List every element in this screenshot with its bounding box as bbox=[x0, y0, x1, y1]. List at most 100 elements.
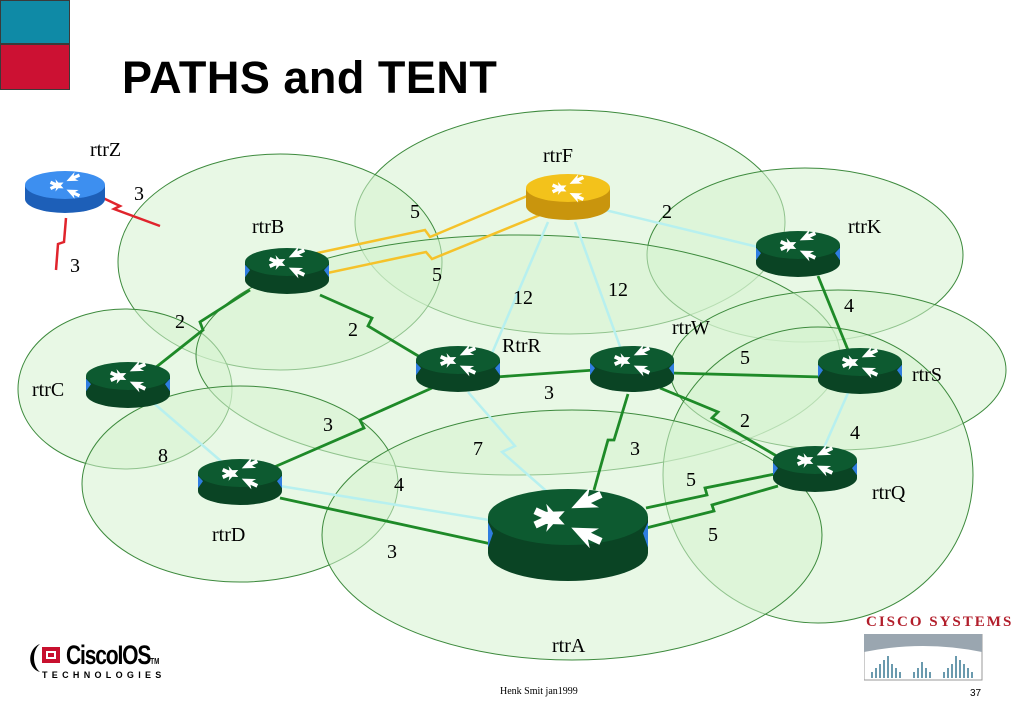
port-right bbox=[897, 364, 902, 378]
port-right bbox=[495, 362, 500, 376]
router-rtrB[interactable] bbox=[245, 244, 329, 294]
label-rtrC: rtrC bbox=[32, 379, 64, 401]
router-rtrR[interactable] bbox=[416, 342, 500, 392]
link-rtrR-rtrA bbox=[467, 391, 553, 497]
link-costs: 3 3 5 5 2 12 12 2 2 4 3 5 4 2 3 8 7 3 4 … bbox=[70, 183, 860, 563]
router-rtrZ[interactable] bbox=[25, 170, 105, 213]
cost-rtrR-rtrD: 3 bbox=[323, 414, 333, 436]
port-left bbox=[245, 264, 250, 278]
port-right bbox=[324, 264, 329, 278]
link-rtrW-rtrS bbox=[669, 371, 823, 379]
link-rtrB-rtrF-a bbox=[307, 192, 533, 257]
router-rtrA[interactable] bbox=[488, 484, 648, 581]
yellow-links bbox=[307, 192, 541, 277]
router-rtrW[interactable] bbox=[590, 342, 674, 392]
port-left bbox=[488, 522, 493, 548]
router-rtrQ[interactable] bbox=[773, 442, 857, 492]
cost-rtrB-rtrC: 2 bbox=[175, 311, 185, 333]
port-left bbox=[756, 247, 761, 261]
cost-rtrR-rtrW: 3 bbox=[544, 382, 554, 404]
cost-rtrW-rtrQ: 2 bbox=[740, 410, 750, 432]
cisco-systems-name: CISCO SYSTEMS bbox=[866, 614, 1014, 630]
router-labels: rtrZ rtrF rtrB rtrK rtrC RtrR rtrW rtrS … bbox=[32, 139, 942, 657]
link-rtrR-rtrW bbox=[495, 368, 596, 379]
cost-rtrK-rtrS: 4 bbox=[844, 295, 854, 317]
port-right bbox=[643, 522, 648, 548]
port-left bbox=[198, 475, 203, 489]
router-rtrF[interactable] bbox=[526, 172, 610, 220]
label-rtrS: rtrS bbox=[912, 364, 942, 386]
cost-rtrW-rtrA: 3 bbox=[630, 438, 640, 460]
port-left bbox=[818, 364, 823, 378]
link-rtrW-rtrA bbox=[592, 393, 630, 491]
link-rtrR-rtrD bbox=[271, 386, 433, 470]
cyan-links bbox=[149, 208, 850, 527]
label-rtrB: rtrB bbox=[252, 216, 284, 238]
link-rtrB-rtrF-b bbox=[317, 213, 541, 277]
green-routers bbox=[86, 227, 902, 581]
trademark: TM bbox=[150, 657, 160, 666]
label-rtrZ: rtrZ bbox=[90, 139, 121, 161]
link-rtrQ-rtrA-b bbox=[645, 484, 779, 530]
link-rtrF-rtrW bbox=[573, 221, 624, 353]
link-rtrS-rtrQ bbox=[820, 392, 850, 453]
link-rtrD-rtrA-green bbox=[279, 496, 497, 547]
cost-rtrB-rtrF-b: 5 bbox=[432, 264, 442, 286]
link-rtrB-rtrC bbox=[154, 288, 251, 370]
port-left bbox=[590, 362, 595, 376]
label-rtrK: rtrK bbox=[848, 216, 882, 238]
link-rtrF-rtrR bbox=[488, 221, 550, 359]
cost-rtrQ-rtrA-a: 5 bbox=[686, 469, 696, 491]
port-left bbox=[773, 462, 778, 476]
link-rtrK-rtrS bbox=[816, 275, 850, 351]
router-rtrK[interactable] bbox=[756, 227, 840, 277]
page-number: 37 bbox=[970, 688, 982, 699]
port-right bbox=[277, 475, 282, 489]
cost-rtrC-rtrD: 8 bbox=[158, 445, 168, 467]
cisco-bridge-icon bbox=[864, 634, 983, 681]
green-links bbox=[154, 275, 850, 547]
port-left bbox=[86, 378, 91, 392]
label-rtrQ: rtrQ bbox=[872, 482, 906, 504]
cost-rtrD-rtrA-green: 3 bbox=[387, 541, 397, 563]
cost-rtrB-rtrR: 2 bbox=[348, 319, 358, 341]
port-right bbox=[852, 462, 857, 476]
cost-rtrD-rtrA-cyan: 4 bbox=[394, 474, 404, 496]
label-rtrA: rtrA bbox=[552, 635, 586, 657]
link-rtrC-rtrD bbox=[149, 399, 223, 463]
corner-block-top bbox=[0, 0, 70, 44]
port-right bbox=[835, 247, 840, 261]
routing-areas bbox=[17, 109, 1007, 661]
link-rtrF-rtrK bbox=[604, 208, 763, 250]
link-rtrB-rtrR bbox=[319, 293, 426, 362]
cost-rtrF-rtrW: 12 bbox=[608, 279, 628, 301]
router-rtrD[interactable] bbox=[198, 455, 282, 505]
red-links bbox=[54, 196, 161, 271]
cisco-ios-mark-icon bbox=[30, 644, 60, 672]
port-right bbox=[669, 362, 674, 376]
cost-rtrQ-rtrA-b: 5 bbox=[708, 524, 718, 546]
port-left bbox=[416, 362, 421, 376]
port-right bbox=[165, 378, 170, 392]
link-rtrW-rtrQ bbox=[659, 386, 781, 460]
cost-rtrZ-south: 3 bbox=[70, 255, 80, 277]
link-rtrD-rtrA bbox=[279, 484, 521, 527]
cisco-ios-wordmark: CiscoIOSTM bbox=[66, 640, 159, 677]
cost-rtrF-rtrR: 12 bbox=[513, 287, 533, 309]
cost-rtrS-rtrQ: 4 bbox=[850, 422, 860, 444]
router-rtrC[interactable] bbox=[86, 358, 170, 408]
link-rtrQ-rtrA-a bbox=[645, 472, 776, 510]
slide-title: PATHS and TENT bbox=[122, 52, 498, 103]
label-rtrR: RtrR bbox=[502, 335, 542, 357]
cost-rtrW-rtrS: 5 bbox=[740, 347, 750, 369]
label-rtrD: rtrD bbox=[212, 524, 245, 546]
cost-rtrB-rtrF-a: 5 bbox=[410, 201, 420, 223]
router-rtrS[interactable] bbox=[818, 344, 902, 394]
cost-rtrF-rtrK: 2 bbox=[662, 201, 672, 223]
cisco-ios-tagline: TECHNOLOGIES bbox=[42, 670, 166, 680]
label-rtrF: rtrF bbox=[543, 145, 573, 167]
corner-block-bottom bbox=[0, 44, 70, 90]
label-rtrW: rtrW bbox=[672, 317, 710, 339]
